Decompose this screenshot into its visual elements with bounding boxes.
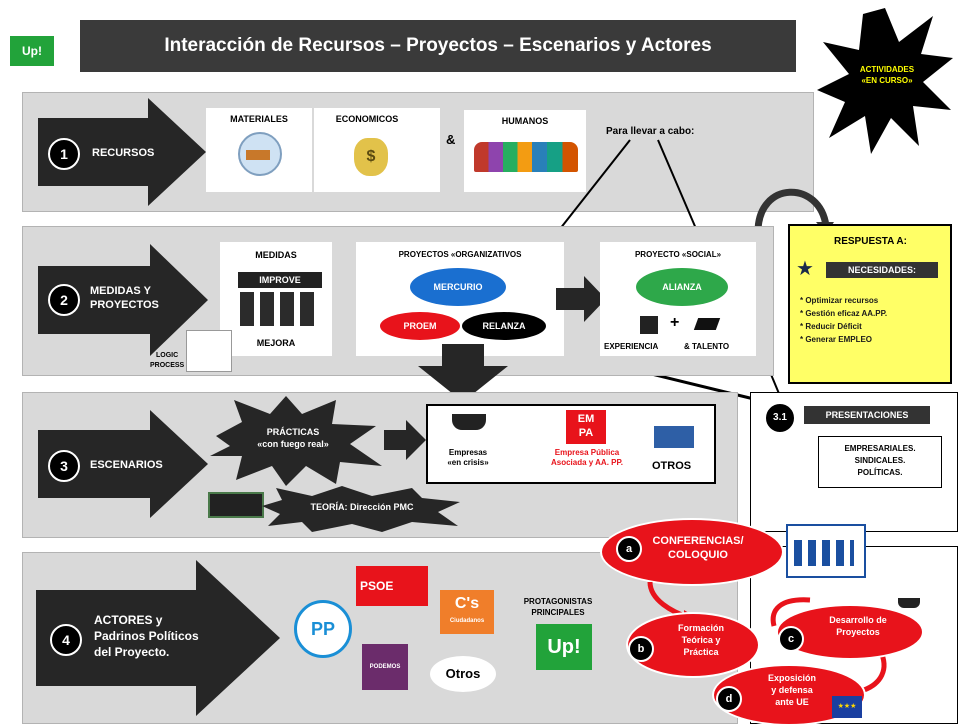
podemos-logo: PODEMOS xyxy=(362,644,408,690)
tablet-icon xyxy=(208,492,264,518)
talento-label: & TALENTO xyxy=(684,342,730,351)
conferencias-label: CONFERENCIAS/ COLOQUIO xyxy=(652,535,744,561)
arrow-medidas xyxy=(38,244,208,356)
page-title-bar xyxy=(80,20,796,72)
up-protagonist-logo: Up! xyxy=(536,624,592,670)
mercurio-oval: MERCURIO xyxy=(410,268,506,306)
otros-actores: Otros xyxy=(430,656,496,692)
arrow-escenarios xyxy=(38,410,208,518)
medidas-label: MEDIDAS xyxy=(255,250,297,260)
empresa-publica-label: Empresa Pública Asociada y AA. PP. xyxy=(550,448,624,467)
label-actores: ACTORES y Padrinos Políticos del Proyect… xyxy=(94,613,199,659)
conference-people-icon xyxy=(794,540,854,566)
respuesta-item: * Optimizar recursos xyxy=(800,296,879,305)
badge-b: b xyxy=(628,636,654,662)
starburst-text: ACTIVIDADES «EN CURSO» xyxy=(859,65,915,85)
respuesta-item: * Reducir Déficit xyxy=(800,322,862,331)
alianza-oval: ALIANZA xyxy=(636,268,728,306)
label-medidas: MEDIDAS Y PROYECTOS xyxy=(90,285,159,311)
teoria-label: TEORÍA: Dirección PMC xyxy=(310,502,414,512)
psoe-logo: PSOE xyxy=(356,566,428,606)
practicas-label: PRÁCTICAS «con fuego real» xyxy=(257,427,329,449)
formacion-label: Formación Teórica y Práctica xyxy=(677,623,724,657)
pp-logo: PP xyxy=(294,600,352,658)
ship-icon xyxy=(452,414,486,430)
materiales-label: MATERIALES xyxy=(230,114,288,124)
para-llevar-text: Para llevar a cabo: xyxy=(606,126,695,137)
eu-flag-icon: ★★★ xyxy=(832,696,862,718)
up-logo: Up! xyxy=(10,36,54,66)
ship-small-icon xyxy=(898,598,920,608)
empa-logo: EM PA xyxy=(566,410,606,444)
arrow-actores xyxy=(36,560,280,716)
ampersand: & xyxy=(446,132,456,147)
presentaciones-types: EMPRESARIALES. SINDICALES. POLÍTICAS. xyxy=(818,436,942,488)
star-icon: ★ xyxy=(796,258,814,280)
badge-a: a xyxy=(616,536,642,562)
arrow-to-social xyxy=(556,276,606,322)
badge-d: d xyxy=(716,686,742,712)
experiencia-icon xyxy=(640,316,658,334)
proem-oval: PROEM xyxy=(380,312,460,340)
respuesta-item: * Gestión eficaz AA.PP. xyxy=(800,309,888,318)
plus-sign: + xyxy=(670,314,680,331)
respuesta-items: * Optimizar recursos * Gestión eficaz AA… xyxy=(800,294,887,346)
label-recursos: RECURSOS xyxy=(92,147,155,159)
label-escenarios: ESCENARIOS xyxy=(90,459,163,471)
money-bag-icon: $ xyxy=(354,138,388,176)
economicos-label: ECONOMICOS xyxy=(335,114,399,124)
logic-label: LOGIC xyxy=(156,352,179,359)
arrow-down-to-escenarios xyxy=(418,344,508,402)
protagonistas-label: PROTAGONISTAS PRINCIPALES xyxy=(523,597,593,617)
presentaciones-title: PRESENTACIONES xyxy=(804,406,930,424)
practicas-starburst xyxy=(210,396,382,486)
experiencia-label: EXPERIENCIA xyxy=(604,342,659,351)
people-icon xyxy=(474,142,578,172)
people-silhouettes-icon xyxy=(240,292,320,326)
factory-icon xyxy=(654,426,694,448)
page-title: Interacción de Recursos – Proyectos – Es… xyxy=(164,35,712,56)
improve-sign: IMPROVE xyxy=(238,272,322,288)
number-2: 2 xyxy=(48,284,80,316)
desarrollo-label: Desarrollo de Proyectos xyxy=(829,615,887,637)
respuesta-box xyxy=(788,224,952,384)
number-1: 1 xyxy=(48,138,80,170)
humanos-label: HUMANOS xyxy=(501,116,549,126)
number-3: 3 xyxy=(48,450,80,482)
proyecto-social-label: PROYECTO «SOCIAL» xyxy=(634,250,722,259)
badge-c: c xyxy=(778,626,804,652)
arrow-to-practicas-box xyxy=(384,420,426,460)
respuesta-item: * Generar EMPLEO xyxy=(800,335,873,344)
activities-starburst xyxy=(817,8,953,154)
logic-process-icon xyxy=(186,330,232,372)
teoria-starburst xyxy=(262,486,460,532)
arrow-recursos xyxy=(38,98,206,206)
respuesta-title: RESPUESTA A: xyxy=(834,236,907,247)
exposicion-label: Exposición y defensa ante UE xyxy=(767,673,816,707)
mejora-label: MEJORA xyxy=(256,338,296,348)
proyectos-org-label: PROYECTOS «ORGANIZATIVOS xyxy=(398,250,522,259)
relanza-oval: RELANZA xyxy=(462,312,546,340)
number-4: 4 xyxy=(50,624,82,656)
otros-empresas-label: OTROS xyxy=(652,460,692,472)
empresas-label: Empresas «en crisis» xyxy=(447,448,489,467)
process-label: PROCESS xyxy=(150,362,185,369)
cs-logo: C's Ciudadanos xyxy=(440,590,494,634)
badge-3-1: 3.1 xyxy=(764,402,796,434)
necesidades-label: NECESIDADES: xyxy=(826,262,938,278)
bricks-icon xyxy=(246,150,270,160)
